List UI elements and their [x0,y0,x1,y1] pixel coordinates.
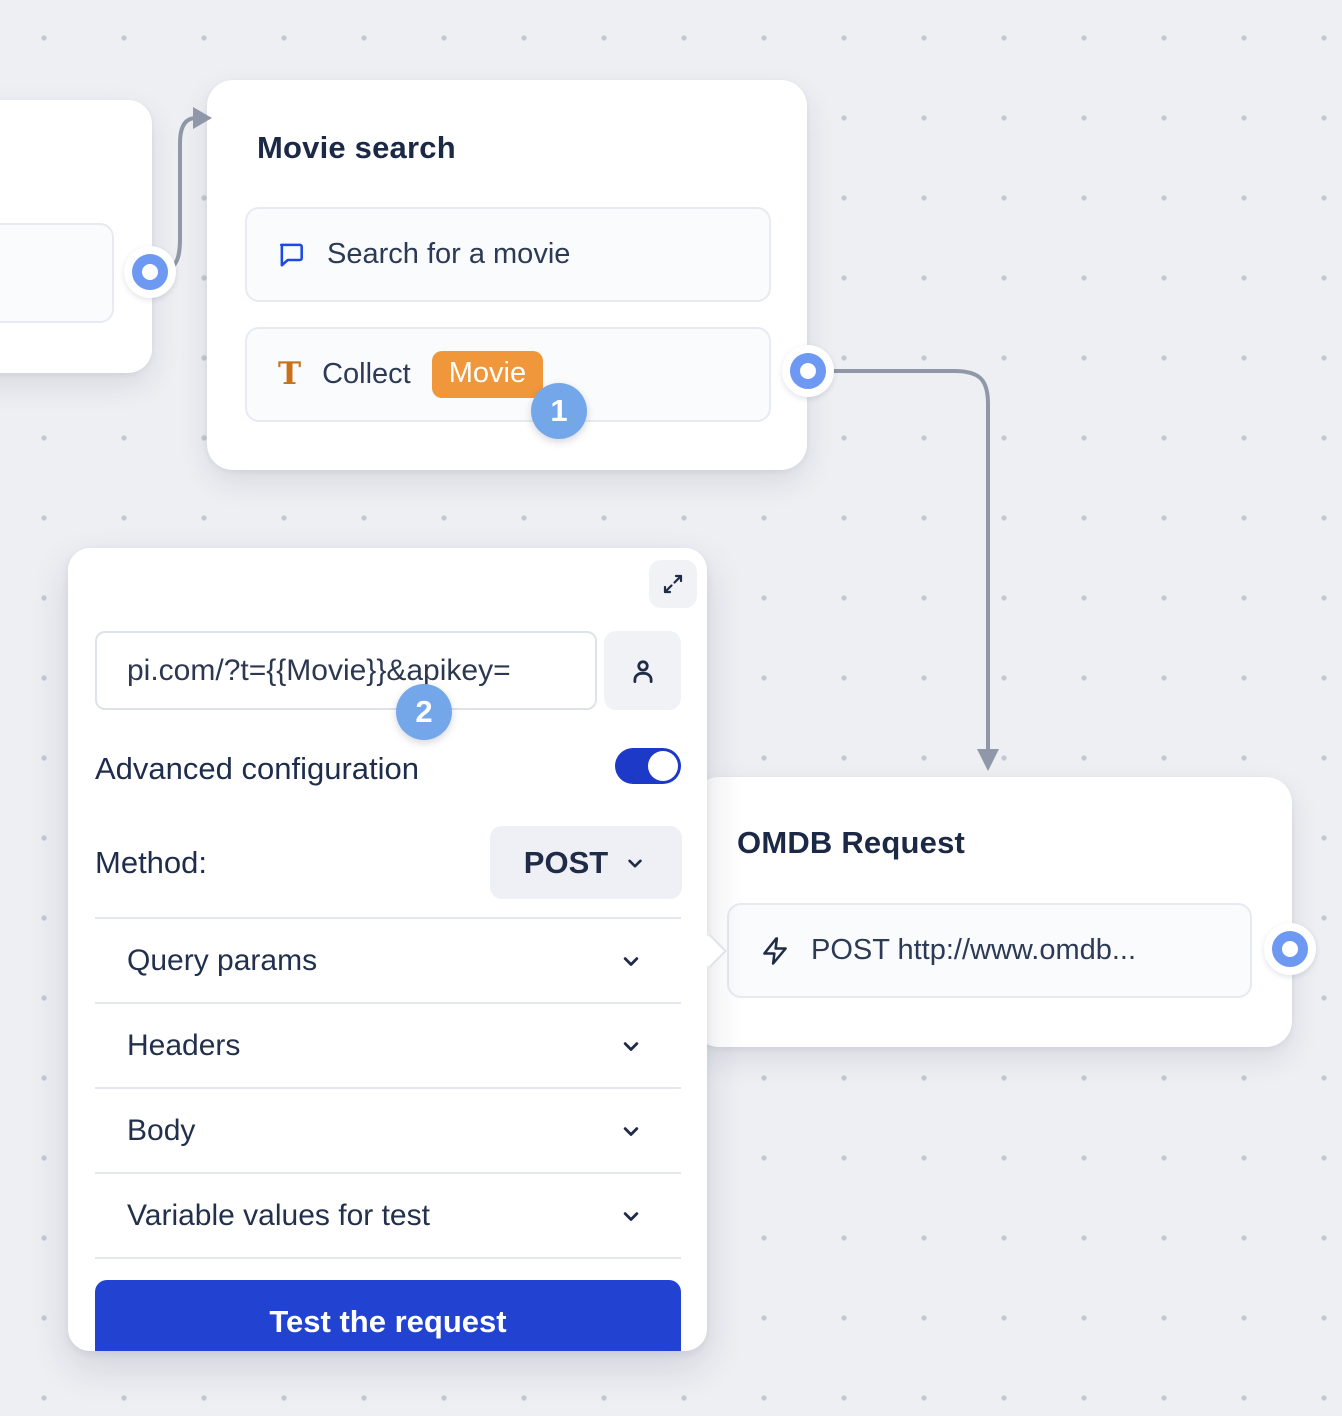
method-dropdown[interactable]: POST [490,826,682,899]
block-label: Collect [322,358,411,390]
section-variable-values[interactable]: Variable values for test [95,1174,681,1259]
tutorial-step-badge-2: 2 [396,684,452,740]
section-label: Variable values for test [127,1198,430,1232]
partial-node-item[interactable] [0,223,114,323]
connector-movie-to-omdb [824,369,990,752]
section-label: Body [127,1113,196,1147]
expand-button[interactable] [649,560,697,608]
person-icon [633,659,652,683]
tutorial-step-badge-1: 1 [531,383,587,439]
section-headers[interactable]: Headers [95,1004,681,1089]
method-value: POST [523,844,609,880]
chevron-down-icon[interactable] [617,1032,645,1060]
section-label: Query params [127,943,318,977]
variable-badge[interactable]: Movie [431,351,544,398]
block-label: Search for a movie [327,238,571,270]
chevron-down-icon[interactable] [617,1202,645,1230]
advanced-configuration-label: Advanced configuration [95,751,420,786]
url-input[interactable]: pi.com/?t={{Movie}}&apikey= [95,631,597,710]
chat-bubble-icon [279,243,303,267]
block-label: POST http://www.omdb... [811,934,1137,966]
lightning-icon [763,936,787,965]
block-webhook-request[interactable]: POST http://www.omdb... [727,903,1252,998]
section-label: Headers [127,1028,241,1062]
block-collect-movie[interactable]: T Collect Movie [245,327,771,422]
toggle-knob [648,751,678,781]
url-value: pi.com/?t={{Movie}}&apikey= [127,653,511,687]
expand-diagonal-icon [663,574,683,594]
text-input-icon: T [278,356,302,392]
node-title: Movie search [257,130,456,165]
section-query-params[interactable]: Query params [95,919,681,1004]
section-body[interactable]: Body [95,1089,681,1174]
chevron-down-icon [628,859,642,868]
chevron-down-icon[interactable] [617,1117,645,1145]
output-port-icon[interactable] [1272,931,1308,967]
node-movie-search[interactable]: Movie search Search for a movie T Collec… [207,80,807,470]
variables-button[interactable] [604,631,681,710]
chevron-down-icon[interactable] [617,947,645,975]
arrowhead-down-icon [977,749,999,771]
node-omdb-request[interactable]: OMDB Request POST http://www.omdb... [693,777,1292,1047]
output-port-icon[interactable] [132,254,168,290]
webhook-config-panel[interactable]: pi.com/?t={{Movie}}&apikey= 2 Advanced c… [68,548,707,1351]
method-label: Method: [95,845,208,880]
test-the-request-button[interactable]: Test the request [95,1280,681,1351]
node-title: OMDB Request [737,825,966,860]
advanced-configuration-toggle[interactable] [615,748,681,784]
output-port-icon[interactable] [790,353,826,389]
block-search-for-a-movie[interactable]: Search for a movie [245,207,771,302]
collapsible-sections: Query params Headers Body Variable value… [95,917,681,1259]
